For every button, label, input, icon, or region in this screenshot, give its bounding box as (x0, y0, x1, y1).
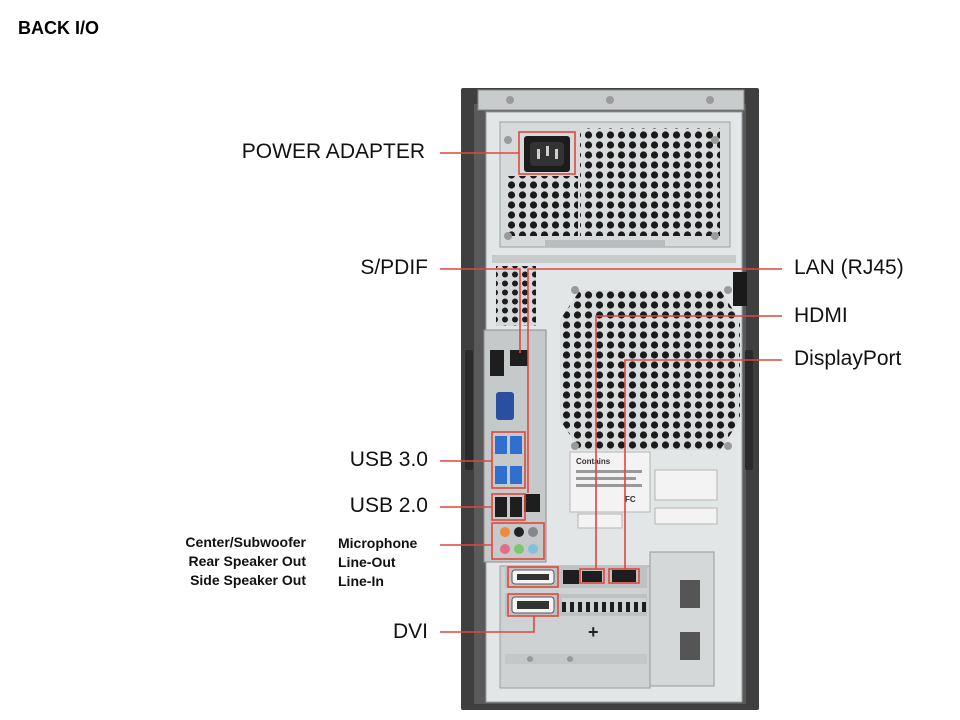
power-socket-icon (524, 136, 570, 172)
page-title: BACK I/O (18, 18, 99, 38)
callout-displayport-box (608, 568, 640, 584)
label-line-in: Line-In (338, 573, 384, 589)
callout-usb20-box (491, 493, 526, 521)
label-microphone: Microphone (338, 535, 418, 551)
callout-displayport (624, 359, 782, 569)
label-usb20: USB 2.0 (349, 494, 428, 517)
label-hdmi: HDMI (794, 304, 848, 327)
callout-spdif (440, 268, 521, 353)
io-shield (483, 329, 547, 563)
label-spdif: S/PDIF (360, 256, 428, 279)
vent-grille-icon (560, 286, 740, 450)
side-vent (496, 266, 536, 326)
regulatory-sticker: Contains FC (569, 451, 718, 529)
callout-usb30-box (491, 431, 526, 489)
label-lan: LAN (RJ45) (794, 256, 904, 279)
sticker-fc: FC (625, 495, 636, 504)
callout-power-box (518, 131, 576, 175)
power-supply (499, 121, 731, 248)
label-displayport: DisplayPort (794, 347, 902, 370)
callout-dvi-box-2 (507, 593, 559, 617)
label-power-adapter: POWER ADAPTER (241, 140, 425, 163)
sticker-contains: Contains (576, 457, 611, 466)
label-usb30: USB 3.0 (349, 448, 428, 471)
label-sticker (733, 272, 747, 306)
callout-hdmi (595, 315, 782, 569)
label-side-speaker: Side Speaker Out (190, 572, 306, 588)
expansion-slots: + (499, 551, 715, 689)
divider (492, 255, 736, 263)
callout-hdmi-box (579, 568, 605, 584)
audio-labels-right: Microphone Line-Out Line-In (338, 534, 448, 591)
svg-text:+: + (588, 622, 599, 642)
label-center-subwoofer: Center/Subwoofer (185, 534, 306, 550)
callout-audio-box (491, 522, 545, 560)
callout-lan (527, 268, 782, 493)
callout-dvi (440, 616, 535, 633)
audio-labels-left: Center/Subwoofer Rear Speaker Out Side S… (140, 533, 306, 590)
label-line-out: Line-Out (338, 554, 396, 570)
callout-lines (440, 131, 782, 633)
callout-dvi-box-1 (507, 566, 559, 588)
label-dvi: DVI (392, 620, 428, 643)
label-rear-speaker: Rear Speaker Out (188, 553, 307, 569)
